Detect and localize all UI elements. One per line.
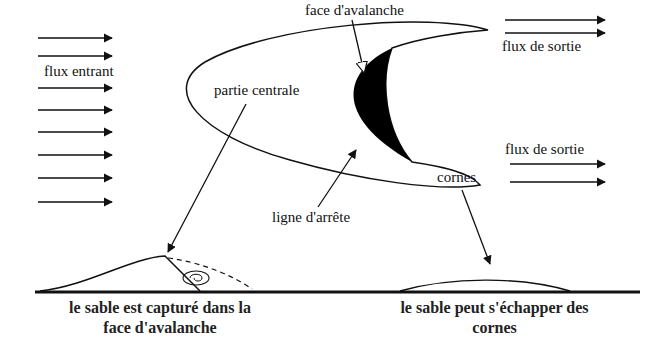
dune-outline: [186, 22, 488, 187]
part-label: ligne d'arrête: [272, 209, 350, 226]
part-label: cornes: [437, 169, 476, 186]
note-text: le sable peut s'échapper des cornes: [392, 298, 597, 338]
dune-profile: [35, 256, 640, 292]
flow-label: flux de sortie: [502, 38, 581, 55]
part-label: face d'avalanche: [305, 2, 404, 19]
flow-label: flux de sortie: [505, 141, 584, 158]
flow-arrows: [38, 20, 605, 202]
leader-lines: [168, 20, 490, 264]
note-text: le sable est capturé dans la face d'aval…: [60, 298, 260, 338]
part-label: partie centrale: [214, 82, 299, 99]
flow-label: flux entrant: [44, 63, 114, 80]
